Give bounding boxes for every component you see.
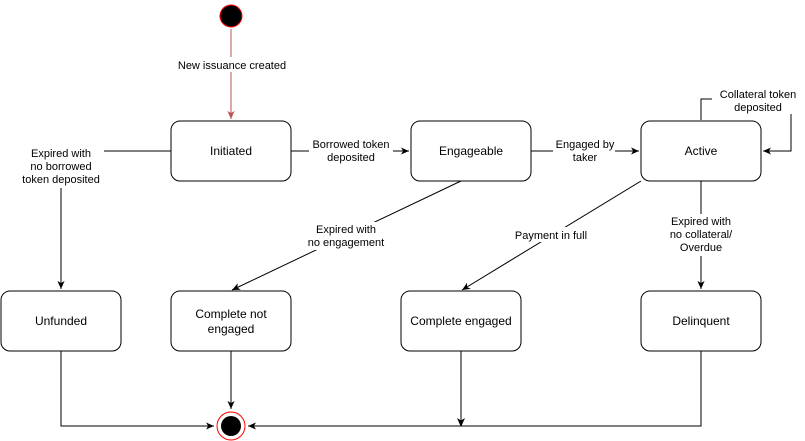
label-borrowed-token-deposited-1: Borrowed token [312,139,389,151]
label-expired-no-engagement-2: no engagement [308,237,384,249]
label-expired-no-collateral: Expired with no collateral/ Overdue [664,214,738,256]
state-initiated: Initiated [170,120,292,182]
edge-unfunded-final [60,351,214,430]
state-complete-not-engaged: Complete not engaged [170,290,292,352]
state-unfunded: Unfunded [0,290,122,352]
final-node [216,411,246,441]
label-borrowed-token-deposited-2: deposited [327,152,375,164]
state-complete-engaged-label: Complete engaged [410,314,511,328]
state-engageable-label: Engageable [439,144,503,158]
state-unfunded-label: Unfunded [35,314,87,328]
label-collateral-token-deposited-1: Collateral token [720,89,796,101]
state-active: Active [640,120,762,182]
label-engaged-by-taker-2: taker [573,152,598,164]
label-collateral-token-deposited-2: deposited [734,102,782,114]
state-complete-not-engaged-label-2: engaged [208,322,255,336]
label-new-issuance-text: New issuance created [178,60,286,72]
label-expired-no-collateral-1: Expired with [671,216,731,228]
state-complete-not-engaged-label-1: Complete not [195,307,267,321]
edge-delinquent-final [248,351,702,430]
state-initiated-label: Initiated [210,144,252,158]
state-delinquent: Delinquent [640,290,762,352]
label-expired-no-collateral-2: no collateral/ [670,229,733,241]
state-delinquent-label: Delinquent [672,314,730,328]
state-engageable: Engageable [410,120,532,182]
label-expired-no-collateral-3: Overdue [680,242,722,254]
initial-node [219,4,243,28]
label-engaged-by-taker-1: Engaged by [556,139,615,151]
label-expired-no-engagement: Expired with no engagement [301,222,391,250]
label-expired-no-borrowed: Expired with no borrowed token deposited [18,146,104,188]
label-payment-in-full-text: Payment in full [515,230,587,242]
label-new-issuance: New issuance created [170,57,294,72]
state-complete-engaged: Complete engaged [400,290,522,352]
label-expired-no-borrowed-1: Expired with [31,148,91,160]
label-collateral-token-deposited: Collateral token deposited [712,86,802,114]
label-expired-no-borrowed-3: token deposited [22,174,100,186]
label-engaged-by-taker: Engaged by taker [553,137,615,165]
label-payment-in-full: Payment in full [511,227,591,242]
label-borrowed-token-deposited: Borrowed token deposited [309,137,393,165]
label-expired-no-engagement-1: Expired with [316,224,376,236]
state-active-label: Active [685,144,718,158]
complete-engaged-arrow-tip [457,418,465,427]
label-expired-no-borrowed-2: no borrowed [30,161,91,173]
